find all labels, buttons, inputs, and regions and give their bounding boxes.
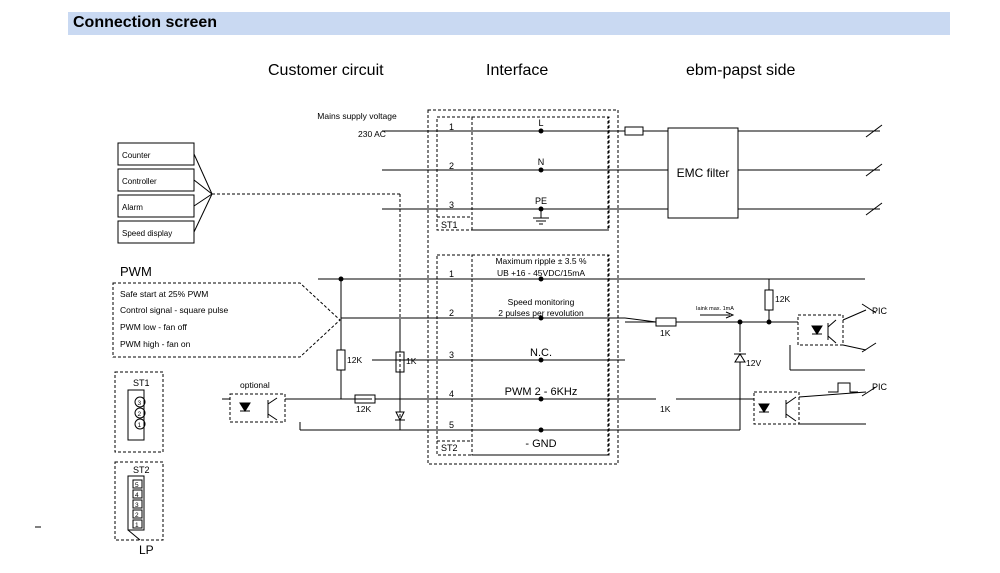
control-pin-2: 2	[449, 308, 454, 318]
fuse	[624, 126, 644, 136]
st2-plug-outline	[114, 461, 164, 541]
signal-counter: Counter	[122, 151, 151, 160]
pin-pwm: PWM 2 - 6KHz	[505, 386, 578, 398]
current-note: Iaink max. 1mA	[696, 306, 734, 312]
title-bar: Connection screen	[68, 12, 950, 35]
pin-nc: N.C.	[530, 347, 552, 359]
zener-label: 12V	[746, 358, 761, 368]
supply-voltage: UB +16 - 45VDC/15mA	[497, 268, 585, 278]
st1-pin-1: 1	[138, 422, 142, 429]
optional-optocoupler	[229, 393, 286, 423]
st1-pin-2: 2	[138, 411, 142, 418]
resistor-1k-b: 1K	[660, 328, 671, 338]
st2-pin-4: 4	[135, 492, 139, 499]
st2-pin-1: 1	[135, 522, 139, 529]
conductor-l: L	[538, 118, 543, 128]
st1-plug-label: ST1	[133, 378, 150, 388]
st2-pin-3: 3	[135, 502, 139, 509]
speed-optocoupler	[797, 314, 844, 346]
emc-filter-box	[667, 127, 739, 219]
mains-pin-2: 2	[449, 161, 454, 171]
interface-frame	[427, 109, 619, 465]
speed-monitor-line1: Speed monitoring	[508, 297, 575, 307]
pic-label-bottom: PIC	[872, 382, 888, 392]
control-inner-block	[471, 254, 609, 456]
pwm-note-1: Safe start at 25% PWM	[120, 289, 208, 299]
control-pin-5: 5	[449, 420, 454, 430]
column-heading-ebm: ebm-papst side	[686, 62, 796, 79]
mains-connector-label: ST1	[441, 220, 458, 230]
mains-pin-3: 3	[449, 200, 454, 210]
lp-label: LP	[139, 543, 154, 557]
pin-gnd: - GND	[525, 438, 556, 450]
resistor-1k-a: 1K	[406, 356, 417, 366]
pwm-note-4: PWM high - fan on	[120, 339, 191, 349]
supply-ripple: Maximum ripple ± 3.5 %	[495, 256, 587, 266]
mains-label-line1: Mains supply voltage	[317, 111, 397, 121]
speed-monitor-line2: 2 pulses per revolution	[498, 308, 584, 318]
control-pin-1: 1	[449, 269, 454, 279]
resistor-12k-b: 12K	[356, 404, 371, 414]
st2-plug-label: ST2	[133, 465, 150, 475]
column-heading-interface: Interface	[486, 62, 549, 79]
resistor-12k-c: 12K	[775, 294, 790, 304]
page-title: Connection screen	[73, 14, 218, 31]
pwm-note-2: Control signal - square pulse	[120, 305, 228, 315]
st1-plug	[127, 389, 145, 441]
st1-plug-outline	[114, 371, 164, 453]
signal-alarm: Alarm	[122, 203, 143, 212]
resistor-1k-c: 1K	[660, 404, 671, 414]
control-connector-label: ST2	[441, 443, 458, 453]
optional-label: optional	[240, 380, 270, 390]
st2-plug	[127, 475, 145, 531]
resistor-12k-a: 12K	[347, 355, 362, 365]
pwm-optocoupler	[753, 391, 800, 425]
mains-label-line2: 230 AC	[358, 129, 386, 139]
column-heading-customer: Customer circuit	[268, 62, 384, 79]
signal-speed-display: Speed display	[122, 229, 172, 238]
conductor-n: N	[538, 157, 545, 167]
pwm-title: PWM	[120, 264, 152, 279]
emc-filter-label: EMC filter	[677, 166, 730, 180]
pwm-note-box	[112, 282, 341, 358]
mains-inner-block	[471, 116, 609, 231]
mains-pin-1: 1	[449, 122, 454, 132]
pic-label-top: PIC	[872, 306, 888, 316]
control-terminal-block	[436, 254, 610, 456]
st2-pin-5: 5	[135, 482, 139, 489]
pwm-note-3: PWM low - fan off	[120, 322, 188, 332]
st1-pin-3: 3	[138, 400, 142, 407]
control-pin-4: 4	[449, 389, 454, 399]
mains-terminal-block	[436, 116, 610, 231]
control-pin-3: 3	[449, 350, 454, 360]
st2-pin-2: 2	[135, 512, 139, 519]
conductor-pe: PE	[535, 196, 547, 206]
signal-controller: Controller	[122, 177, 157, 186]
